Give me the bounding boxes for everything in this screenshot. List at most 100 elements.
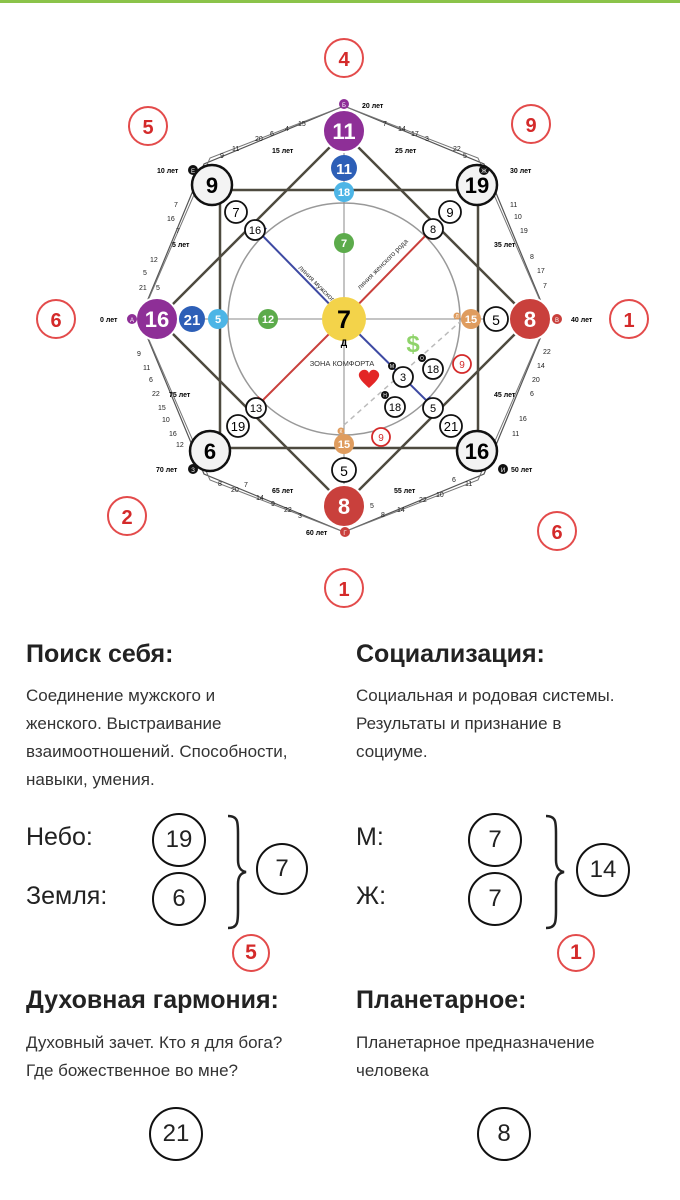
outer-label-bottom-right: 6 (551, 522, 562, 544)
svg-text:16: 16 (145, 307, 169, 332)
svg-text:15 лет: 15 лет (272, 148, 294, 155)
svg-text:6: 6 (270, 131, 274, 138)
age-60: 60 лет (306, 530, 328, 537)
svg-text:75 лет: 75 лет (169, 392, 191, 399)
spirit-value: 21 (149, 1107, 203, 1161)
svg-text:3: 3 (298, 513, 302, 520)
svg-text:20: 20 (231, 487, 239, 494)
svg-text:22: 22 (453, 146, 461, 153)
age-70: 70 лет (156, 467, 178, 474)
node-bl2: 19 (231, 419, 245, 434)
svg-text:14: 14 (537, 363, 545, 370)
svg-text:О: О (420, 356, 424, 362)
self-sum: 7 (256, 843, 308, 895)
brace-right (545, 814, 565, 930)
svg-text:5: 5 (156, 285, 160, 292)
node-right: 8 (508, 297, 552, 341)
svg-text:9: 9 (137, 351, 141, 358)
svg-text:7: 7 (337, 306, 351, 334)
svg-text:З: З (191, 468, 195, 474)
svg-text:11: 11 (332, 119, 355, 144)
svg-text:5: 5 (143, 270, 147, 277)
svg-text:15: 15 (298, 121, 306, 128)
section-title-social: Социализация: (356, 640, 545, 668)
section-desc-planet: Планетарное предназначение человека (356, 1033, 595, 1080)
svg-text:11: 11 (465, 481, 472, 488)
top-accent-line (0, 0, 680, 3)
svg-text:22: 22 (543, 349, 551, 356)
age-scale-numbers: 7 14 17 3 22 5 15 4 6 20 11 9 7 16 7 12 … (137, 121, 551, 520)
svg-text:Е: Е (191, 169, 195, 175)
outer-label-top: 4 (338, 49, 350, 71)
m-value: 7 (468, 813, 522, 867)
destiny-matrix-chart: 4 9 1 6 1 2 6 5 линия мужского рода лини… (36, 38, 649, 608)
earth-value: 6 (152, 872, 206, 926)
svg-text:К: К (340, 429, 343, 435)
svg-text:14: 14 (397, 507, 405, 514)
svg-text:11: 11 (143, 365, 150, 372)
self-red-value: 5 (232, 934, 270, 972)
svg-text:22: 22 (284, 507, 292, 514)
svg-text:16: 16 (465, 439, 489, 464)
svg-text:И: И (501, 468, 505, 474)
node-tr2: 9 (446, 205, 453, 220)
node-bottom2: 5 (340, 463, 348, 479)
outer-label-right: 1 (623, 310, 634, 332)
svg-text:А: А (130, 318, 134, 324)
node-top-left: 9 (190, 163, 234, 207)
planet-value: 8 (477, 1107, 531, 1161)
svg-text:65 лет: 65 лет (272, 488, 294, 495)
dollar-icon: $ (406, 331, 420, 358)
svg-text:В: В (555, 318, 559, 324)
svg-text:5: 5 (463, 153, 467, 160)
svg-text:Н: Н (383, 393, 387, 399)
svg-text:5 лет: 5 лет (172, 242, 190, 249)
svg-text:6: 6 (204, 439, 216, 464)
love-node-2: 18 (389, 402, 401, 414)
svg-text:6: 6 (452, 477, 456, 484)
section-title-spirit: Духовная гармония: (26, 986, 279, 1014)
svg-text:16: 16 (167, 216, 175, 223)
earth-label: Земля: (26, 882, 108, 910)
money-node-1: 18 (427, 364, 439, 376)
svg-text:9: 9 (206, 173, 218, 198)
svg-text:Г: Г (343, 531, 347, 537)
svg-text:8: 8 (524, 307, 536, 332)
svg-text:10: 10 (514, 214, 522, 221)
node-bl3: 13 (250, 403, 262, 415)
svg-text:8: 8 (530, 254, 534, 261)
node-bottom-left: 6 (188, 429, 232, 473)
node-top4: 7 (341, 238, 347, 250)
zh-value: 7 (468, 872, 522, 926)
node-tl3: 16 (249, 225, 261, 237)
m-label: М: (356, 823, 384, 851)
svg-text:17: 17 (411, 131, 419, 138)
sky-value: 19 (152, 813, 206, 867)
zh-label: Ж: (356, 882, 387, 910)
svg-text:4: 4 (285, 126, 289, 133)
comfort-zone-label: ЗОНА КОМФОРТА (310, 359, 375, 368)
svg-text:22: 22 (152, 391, 160, 398)
svg-text:8: 8 (218, 481, 222, 488)
node-left: 16 (135, 297, 179, 341)
svg-text:20: 20 (532, 377, 540, 384)
svg-text:М: М (390, 364, 394, 370)
outer-labels: 4 9 1 6 1 2 6 5 (36, 38, 649, 608)
node-left4: 12 (262, 314, 274, 326)
svg-text:Л: Л (455, 314, 458, 320)
svg-text:7: 7 (543, 283, 547, 290)
brace-left (227, 814, 247, 930)
node-br2: 21 (444, 419, 458, 434)
svg-text:14: 14 (256, 495, 264, 502)
svg-text:6: 6 (530, 391, 534, 398)
outer-label-top-left: 5 (142, 117, 153, 139)
svg-text:35 лет: 35 лет (494, 242, 516, 249)
node-tl2: 7 (232, 205, 239, 220)
svg-text:9: 9 (271, 501, 275, 508)
social-sum: 14 (576, 843, 630, 897)
svg-text:12: 12 (176, 442, 184, 449)
age-50: 50 лет (511, 467, 533, 474)
svg-text:Б: Б (342, 103, 346, 109)
svg-text:7: 7 (176, 228, 180, 235)
svg-text:9: 9 (220, 153, 224, 160)
